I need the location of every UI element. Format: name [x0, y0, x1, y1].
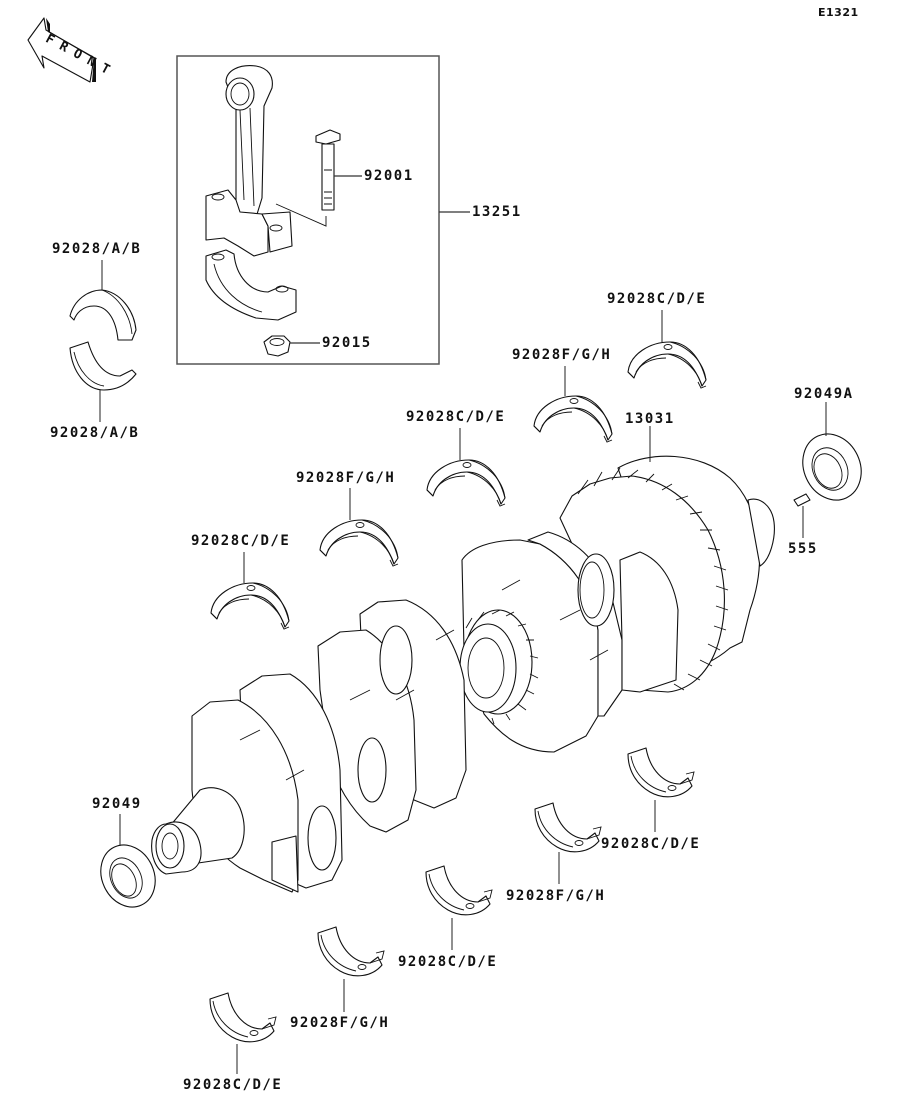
callout-13251[interactable]: 13251: [472, 204, 522, 220]
conrod-bearing-lower-drawing: [69, 341, 137, 391]
main-bearing-upper-5-drawing: [210, 582, 290, 630]
callout-main-bearing-lower-3[interactable]: 92028C/D/E: [398, 954, 498, 970]
callout-main-bearing-upper-3[interactable]: 92028C/D/E: [406, 409, 506, 425]
callout-main-bearing-upper-1[interactable]: 92028C/D/E: [607, 291, 707, 307]
crankshaft-drawing: [151, 455, 775, 893]
callout-main-bearing-upper-5[interactable]: 92028C/D/E: [191, 533, 291, 549]
conrod-bolt-drawing: [275, 129, 341, 227]
callout-555[interactable]: 555: [788, 541, 818, 557]
oil-seal-right-drawing: [802, 433, 862, 501]
oil-seal-left-drawing: [100, 844, 156, 908]
callout-main-bearing-lower-2[interactable]: 92028F/G/H: [506, 888, 606, 904]
front-direction-arrow-icon: F R O N T: [27, 17, 112, 83]
callout-13031[interactable]: 13031: [625, 411, 675, 427]
callout-92015[interactable]: 92015: [322, 335, 372, 351]
callout-main-bearing-lower-5[interactable]: 92028C/D/E: [183, 1077, 283, 1093]
callout-92049A[interactable]: 92049A: [794, 386, 854, 402]
main-bearing-lower-2-drawing: [534, 802, 602, 853]
callout-92049[interactable]: 92049: [92, 796, 142, 812]
main-bearing-upper-4-drawing: [319, 519, 399, 567]
pin-drawing: [793, 493, 811, 507]
main-bearing-upper-2-drawing: [533, 395, 613, 443]
connecting-rod-drawing: [205, 65, 297, 321]
callout-conrod-bearing-lower[interactable]: 92028/A/B: [50, 425, 140, 441]
main-bearing-lower-4-drawing: [317, 926, 385, 977]
callout-conrod-bearing-upper[interactable]: 92028/A/B: [52, 241, 142, 257]
callout-main-bearing-upper-4[interactable]: 92028F/G/H: [296, 470, 396, 486]
diagram-code: E1321: [818, 6, 859, 19]
main-bearing-upper-3-drawing: [426, 459, 506, 507]
main-bearing-lower-3-drawing: [425, 865, 493, 916]
conrod-assembly-box: [176, 55, 440, 365]
callout-92001[interactable]: 92001: [364, 168, 414, 184]
main-bearing-lower-5-drawing: [209, 992, 277, 1043]
callout-main-bearing-lower-1[interactable]: 92028C/D/E: [601, 836, 701, 852]
callout-main-bearing-upper-2[interactable]: 92028F/G/H: [512, 347, 612, 363]
conrod-nut-drawing: [263, 335, 291, 357]
main-bearing-upper-1-drawing: [627, 341, 707, 389]
main-bearing-lower-1-drawing: [627, 747, 695, 798]
callout-main-bearing-lower-4[interactable]: 92028F/G/H: [290, 1015, 390, 1031]
conrod-bearing-upper-drawing: [69, 289, 137, 341]
